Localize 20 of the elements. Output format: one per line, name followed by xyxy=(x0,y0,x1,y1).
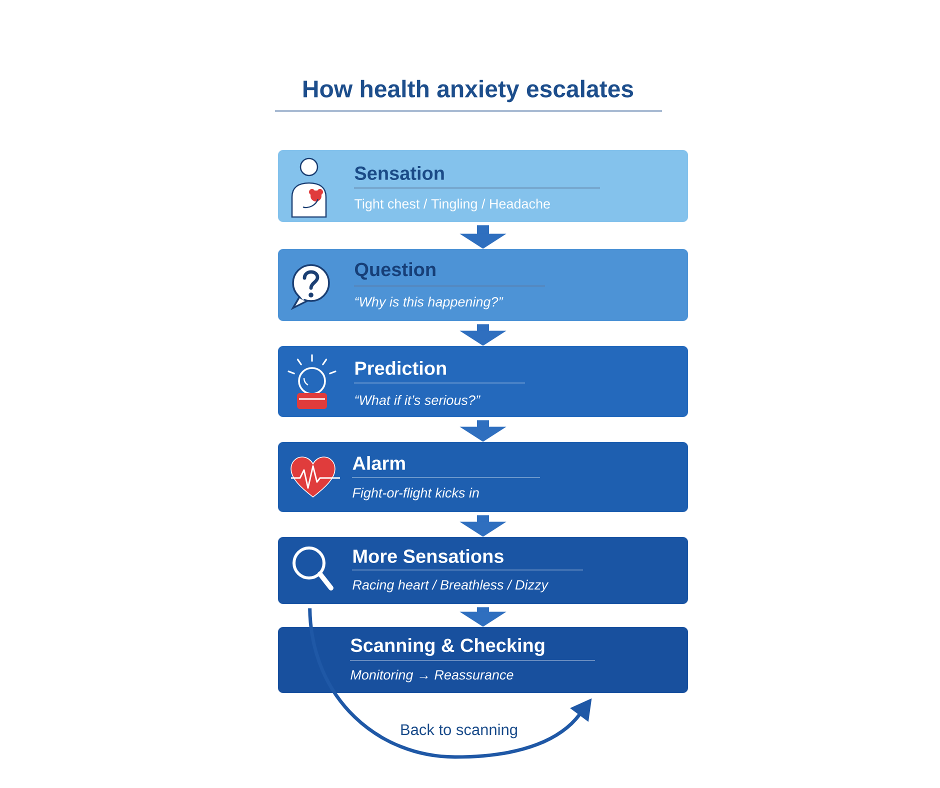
step-box xyxy=(278,249,688,321)
step-title: Prediction xyxy=(355,361,446,375)
step-box xyxy=(278,346,688,417)
step-title: Sensation xyxy=(354,166,444,180)
edge-label: Back to scanning xyxy=(398,722,520,740)
step-description: Racing heart / Breathless / Dizzy xyxy=(352,580,549,592)
step-description: “What if it’s serious?” xyxy=(355,395,480,405)
step-description: Fight-or-flight kicks in xyxy=(352,488,479,500)
diagram-title: How health anxiety escalates xyxy=(304,80,634,102)
step-description: Monitoring → Reassurance xyxy=(350,670,514,682)
step-description: Tight chest / Tingling / Headache xyxy=(354,198,550,212)
step-box xyxy=(278,150,688,222)
step-title: Alarm xyxy=(352,456,405,470)
step-title: Scanning & Checking xyxy=(350,638,544,656)
step-title: Question xyxy=(355,262,436,280)
step-box xyxy=(278,537,688,604)
step-description: “Why is this happening?” xyxy=(355,296,504,310)
step-box xyxy=(278,442,688,512)
step-box xyxy=(278,627,688,693)
step-title: More Sensations xyxy=(353,549,504,563)
